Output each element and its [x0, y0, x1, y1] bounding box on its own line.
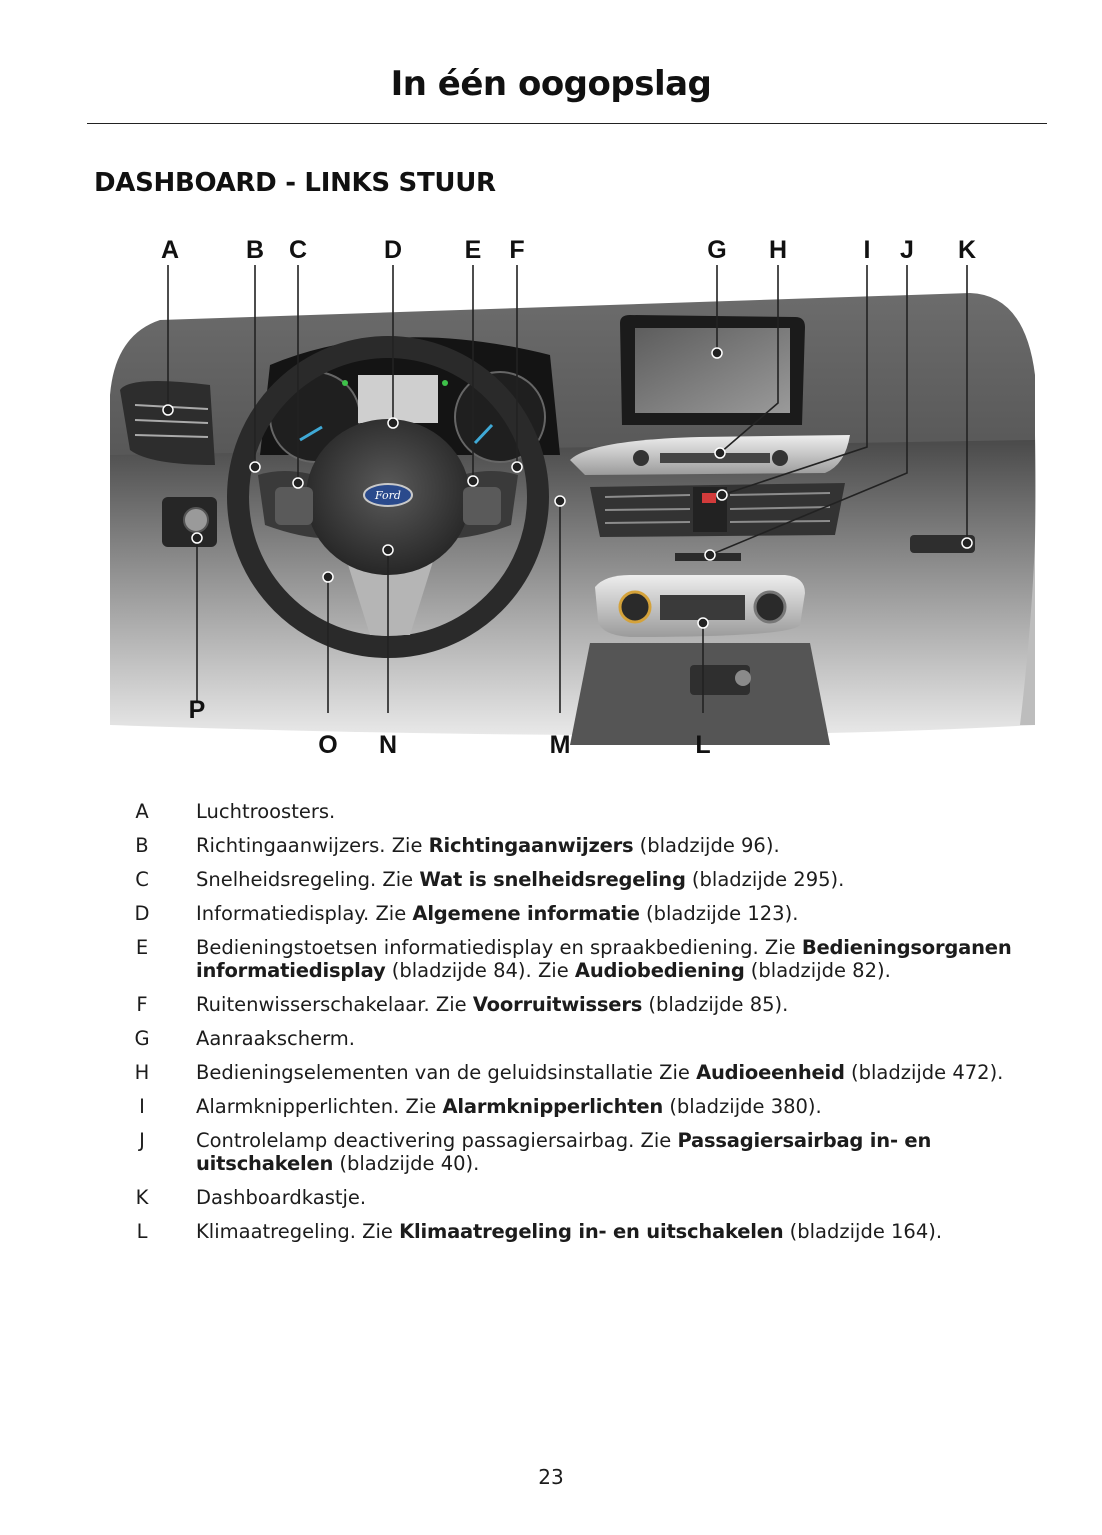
- legend-item: J Controlelamp deactivering passagiersai…: [120, 1129, 1050, 1175]
- legend-description: Bedieningstoetsen informatiedisplay en s…: [196, 936, 802, 959]
- legend-page-ref: (bladzijde 85).: [642, 993, 788, 1016]
- title-divider: [87, 123, 1047, 124]
- legend-item: F Ruitenwisserschakelaar. Zie Voorruitwi…: [120, 993, 1050, 1016]
- legend-letter: B: [120, 834, 164, 857]
- legend-reference-link[interactable]: Audioeenheid: [696, 1061, 845, 1084]
- legend-item: K Dashboardkastje.: [120, 1186, 1050, 1209]
- legend-letter: E: [120, 936, 164, 982]
- legend-reference-link[interactable]: Alarmknipperlichten: [443, 1095, 664, 1118]
- legend-letter: J: [120, 1129, 164, 1175]
- legend-item: A Luchtroosters.: [120, 800, 1050, 823]
- legend-page-ref: (bladzijde 96).: [633, 834, 779, 857]
- callout-label-a: A: [161, 236, 179, 264]
- legend-letter: A: [120, 800, 164, 823]
- callout-label-l: L: [695, 731, 710, 759]
- callout-label-j: J: [900, 236, 914, 264]
- legend-description: Ruitenwisserschakelaar. Zie: [196, 993, 473, 1016]
- callout-label-k: K: [958, 236, 976, 264]
- callout-label-m: M: [550, 731, 571, 759]
- legend-reference-link[interactable]: Wat is snelheidsregeling: [419, 868, 685, 891]
- legend-page-ref: (bladzijde 295).: [686, 868, 845, 891]
- callout-label-i: I: [864, 236, 871, 264]
- legend-letter: D: [120, 902, 164, 925]
- legend-description: Informatiedisplay. Zie: [196, 902, 412, 925]
- legend-reference-link[interactable]: Richtingaanwijzers: [429, 834, 634, 857]
- legend-page-ref: (bladzijde 40).: [333, 1152, 479, 1175]
- light-switch-panel: [162, 497, 217, 547]
- callout-label-e: E: [465, 236, 482, 264]
- legend-item: D Informatiedisplay. Zie Algemene inform…: [120, 902, 1050, 925]
- legend-reference-link[interactable]: Klimaatregeling in- en uitschakelen: [399, 1220, 783, 1243]
- legend-item: H Bedieningselementen van de geluidsinst…: [120, 1061, 1050, 1084]
- callout-label-p: P: [189, 696, 206, 724]
- legend-reference-link[interactable]: Voorruitwissers: [473, 993, 642, 1016]
- legend-item: I Alarmknipperlichten. Zie Alarmknipperl…: [120, 1095, 1050, 1118]
- section-heading: DASHBOARD - LINKS STUUR: [94, 168, 496, 198]
- legend-page-ref: (bladzijde 164).: [783, 1220, 942, 1243]
- legend-letter: F: [120, 993, 164, 1016]
- legend-description: Aanraakscherm.: [196, 1027, 355, 1050]
- callout-label-c: C: [289, 236, 307, 264]
- legend-description: Controlelamp deactivering passagiersairb…: [196, 1129, 677, 1152]
- legend-letter: H: [120, 1061, 164, 1084]
- legend-letter: K: [120, 1186, 164, 1209]
- page-number: 23: [0, 1465, 1102, 1489]
- dashboard-illustration: Ford: [90, 225, 1050, 770]
- legend-description: Richtingaanwijzers. Zie: [196, 834, 429, 857]
- legend-letter: L: [120, 1220, 164, 1243]
- legend-page-ref: (bladzijde 82).: [745, 959, 891, 982]
- callout-label-n: N: [379, 731, 397, 759]
- callout-label-b: B: [246, 236, 264, 264]
- callout-label-f: F: [509, 236, 524, 264]
- legend-letter: G: [120, 1027, 164, 1050]
- legend-description: Luchtroosters.: [196, 800, 335, 823]
- legend-page-ref: (bladzijde 380).: [663, 1095, 822, 1118]
- legend-item: E Bedieningstoetsen informatiedisplay en…: [120, 936, 1050, 982]
- legend-letter: I: [120, 1095, 164, 1118]
- legend-letter: C: [120, 868, 164, 891]
- legend-item: C Snelheidsregeling. Zie Wat is snelheid…: [120, 868, 1050, 891]
- legend-description: Klimaatregeling. Zie: [196, 1220, 399, 1243]
- callout-label-g: G: [707, 236, 726, 264]
- legend-description: Dashboardkastje.: [196, 1186, 366, 1209]
- legend-item: L Klimaatregeling. Zie Klimaatregeling i…: [120, 1220, 1050, 1243]
- legend-description: Alarmknipperlichten. Zie: [196, 1095, 443, 1118]
- legend-description: Snelheidsregeling. Zie: [196, 868, 419, 891]
- legend-page-ref: (bladzijde 84). Zie: [386, 959, 575, 982]
- page-title: In één oogopslag: [0, 64, 1102, 104]
- callout-label-o: O: [318, 731, 337, 759]
- legend-reference-link[interactable]: Audiobediening: [575, 959, 745, 982]
- legend-page-ref: (bladzijde 472).: [845, 1061, 1004, 1084]
- ford-badge: Ford: [374, 489, 401, 502]
- legend-item: G Aanraakscherm.: [120, 1027, 1050, 1050]
- legend-list: A Luchtroosters. B Richtingaanwijzers. Z…: [120, 800, 1050, 1254]
- callout-label-d: D: [384, 236, 402, 264]
- legend-page-ref: (bladzijde 123).: [640, 902, 799, 925]
- legend-item: B Richtingaanwijzers. Zie Richtingaanwij…: [120, 834, 1050, 857]
- legend-description: Bedieningselementen van de geluidsinstal…: [196, 1061, 696, 1084]
- callout-label-h: H: [769, 236, 787, 264]
- legend-reference-link[interactable]: Algemene informatie: [412, 902, 639, 925]
